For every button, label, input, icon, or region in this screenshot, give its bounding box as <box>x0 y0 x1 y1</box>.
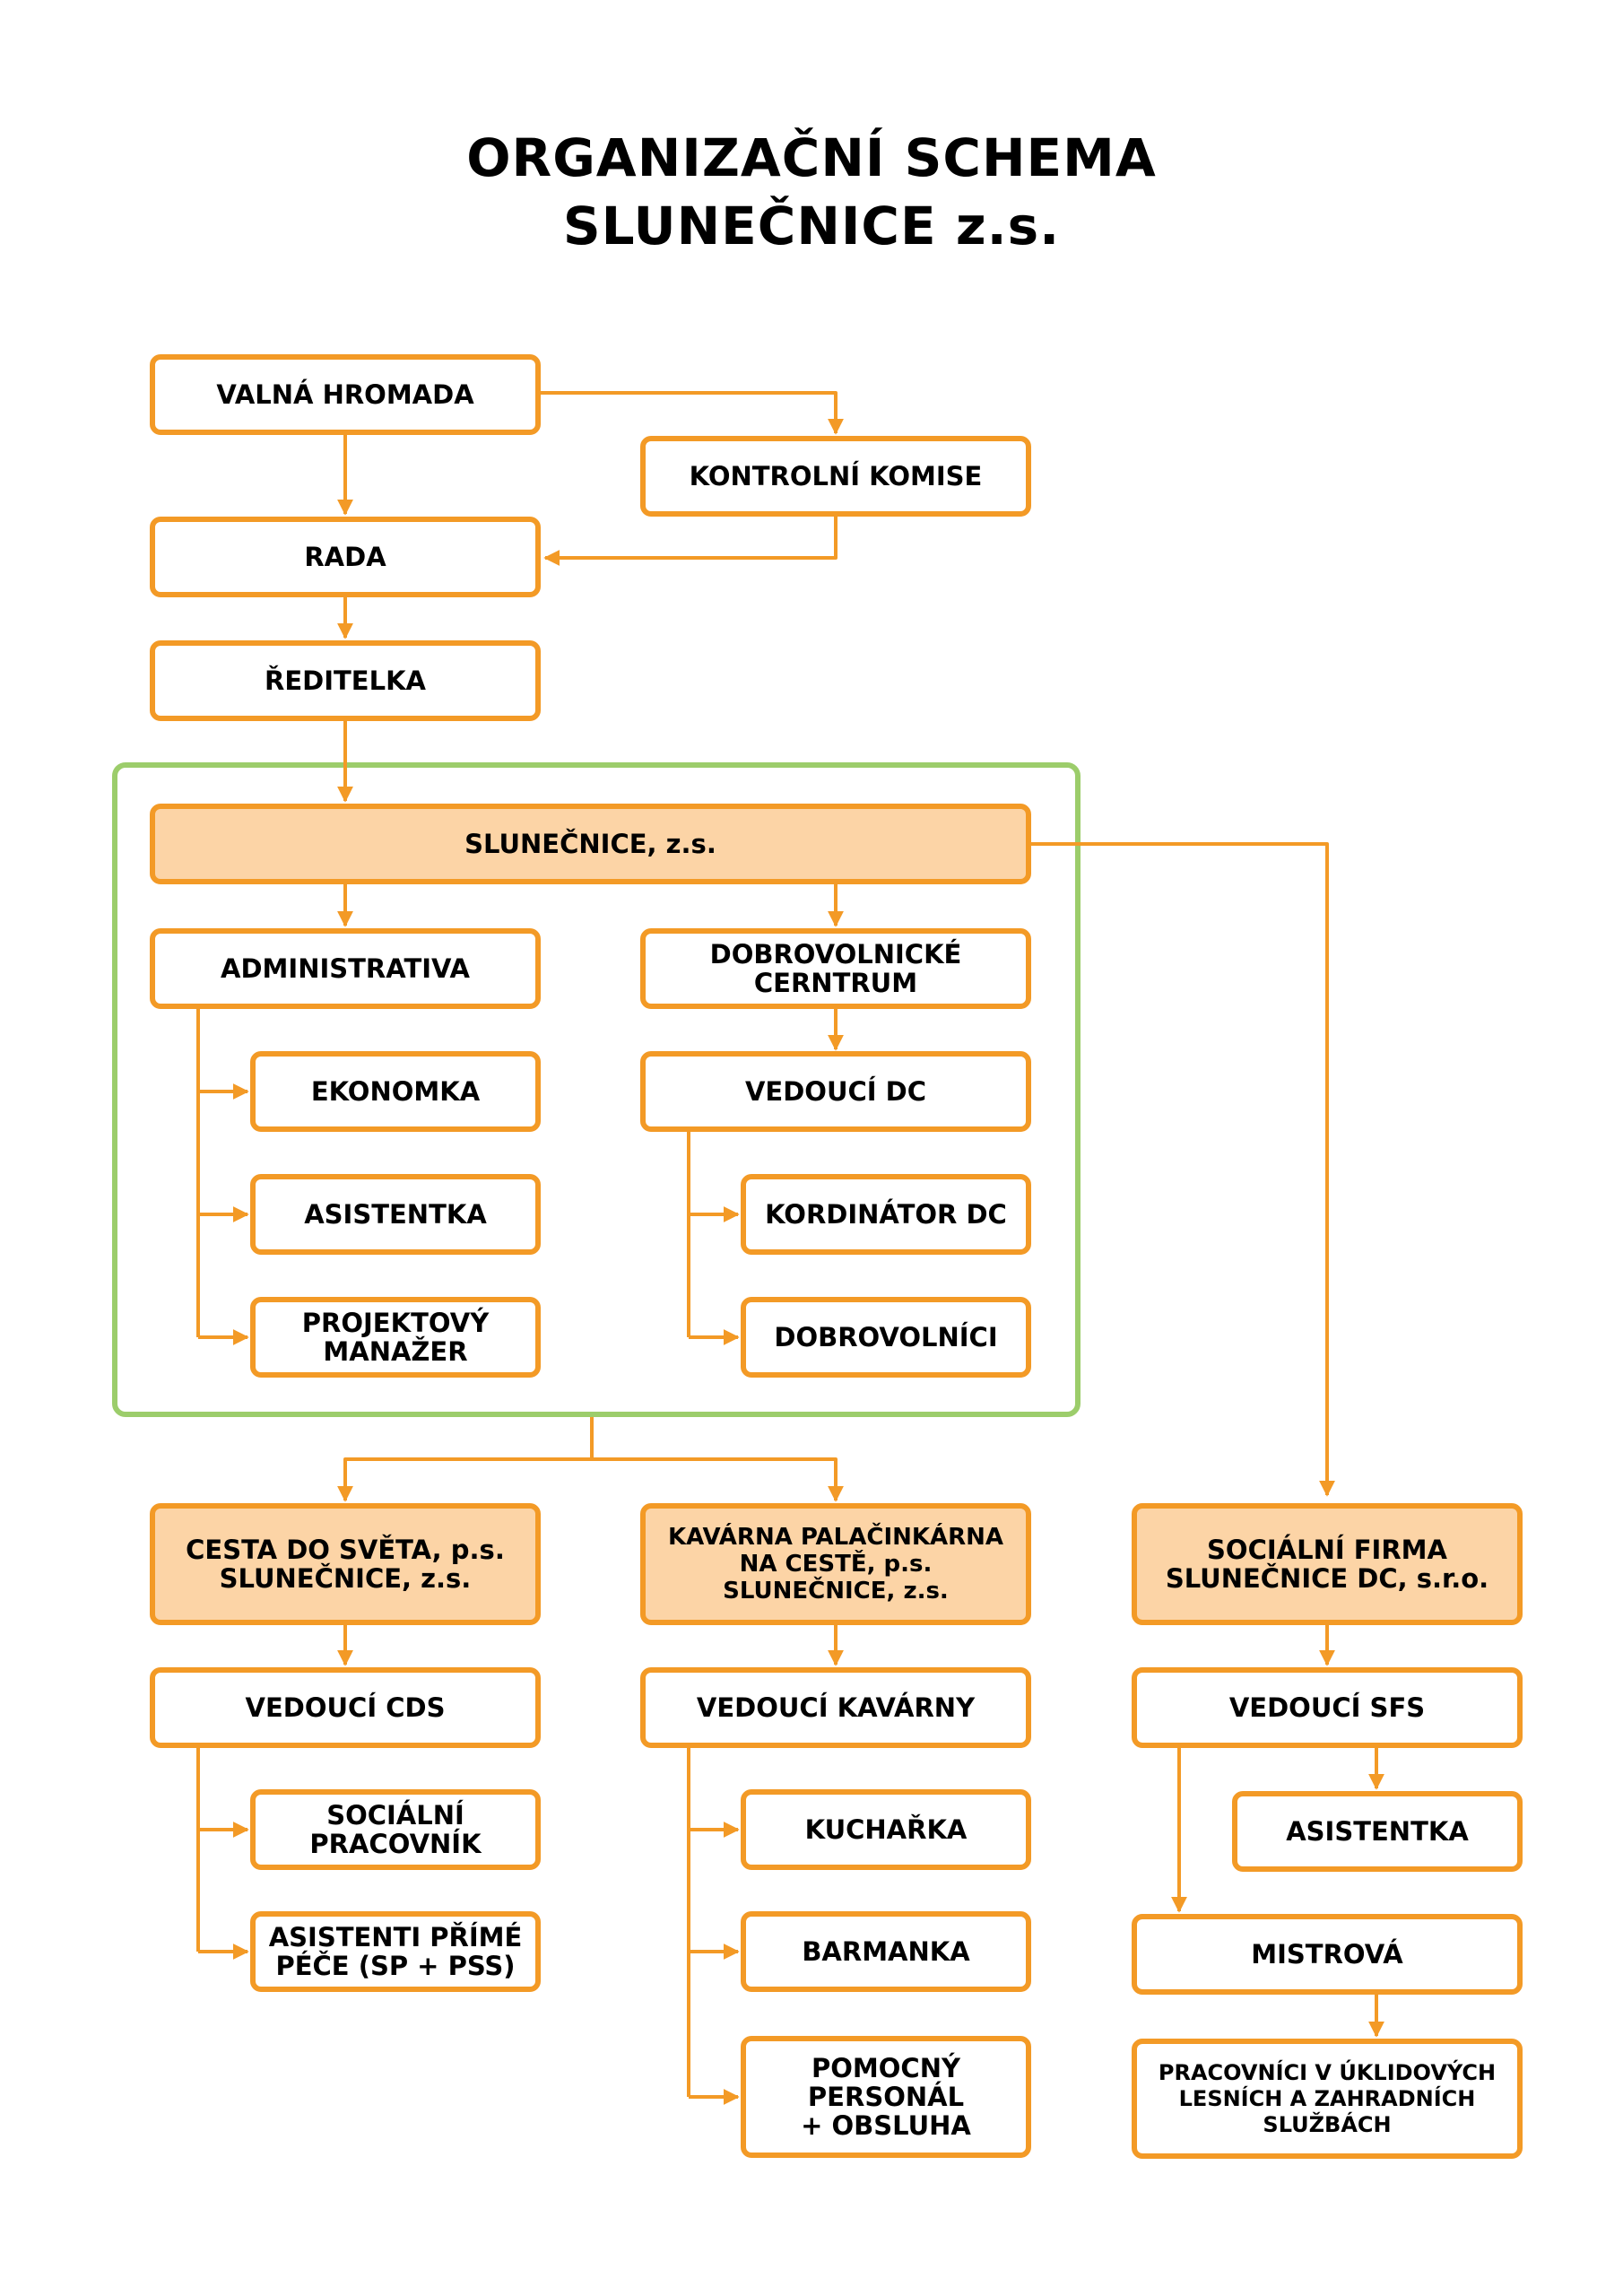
node-slunecnice: SLUNEČNICE, z.s. <box>150 804 1031 884</box>
node-dobrovolnici: DOBROVOLNÍCI <box>741 1297 1031 1378</box>
connector-valna-hromada-to-kontrolni-komise <box>540 391 844 435</box>
node-administrativa: ADMINISTRATIVA <box>150 928 541 1009</box>
node-vedouci-kavarny: VEDOUCÍ KAVÁRNY <box>640 1667 1031 1748</box>
slunecnice-group-frame <box>112 762 1081 1417</box>
node-asistentka-admin: ASISTENTKA <box>250 1174 541 1255</box>
node-kordinator-dc: KORDINÁTOR DC <box>741 1174 1031 1255</box>
node-asistenti-prime-pece: ASISTENTI PŘÍMÉ PÉČE (SP + PSS) <box>250 1911 541 1992</box>
title-line-2: SLUNEČNICE z.s. <box>562 196 1061 257</box>
node-cesta-do-sveta: CESTA DO SVĚTA, p.s. SLUNEČNICE, z.s. <box>150 1503 541 1625</box>
connector-slunecnice-to-socialni-firma <box>1029 842 1335 1497</box>
node-rada: RADA <box>150 517 541 597</box>
node-vedouci-dc: VEDOUCÍ DC <box>640 1051 1031 1132</box>
node-kucharka: KUCHAŘKA <box>741 1789 1031 1870</box>
node-kontrolni-komise: KONTROLNÍ KOMISE <box>640 436 1031 517</box>
node-kavarna: KAVÁRNA PALAČINKÁRNA NA CESTĚ, p.s. SLUN… <box>640 1503 1031 1625</box>
node-ekonomka: EKONOMKA <box>250 1051 541 1132</box>
node-socialni-firma: SOCIÁLNÍ FIRMA SLUNEČNICE DC, s.r.o. <box>1132 1503 1523 1625</box>
node-valna-hromada: VALNÁ HROMADA <box>150 354 541 435</box>
connector-kontrolni-komise-to-rada <box>543 517 838 566</box>
node-dobrovolnicke-centrum: DOBROVOLNICKÉ CERNTRUM <box>640 928 1031 1009</box>
node-vedouci-cds: VEDOUCÍ CDS <box>150 1667 541 1748</box>
diagram-title: ORGANIZAČNÍ SCHEMA SLUNEČNICE z.s. <box>0 124 1623 260</box>
node-mistrova: MISTROVÁ <box>1132 1914 1523 1995</box>
title-line-1: ORGANIZAČNÍ SCHEMA <box>466 127 1157 188</box>
node-socialni-pracovnik: SOCIÁLNÍ PRACOVNÍK <box>250 1789 541 1870</box>
node-pracovnici: PRACOVNÍCI V ÚKLIDOVÝCH LESNÍCH A ZAHRAD… <box>1132 2039 1523 2159</box>
node-reditelka: ŘEDITELKA <box>150 640 541 721</box>
node-asistentka-sfs: ASISTENTKA <box>1232 1791 1523 1872</box>
connector-group-to-branches <box>343 1417 594 1500</box>
node-pomocny-personal: POMOCNÝ PERSONÁL + OBSLUHA <box>741 2036 1031 2158</box>
connector-group-to-kavarna <box>592 1457 844 1502</box>
node-projektovy-manazer: PROJEKTOVÝ MANAŽER <box>250 1297 541 1378</box>
node-barmanka: BARMANKA <box>741 1911 1031 1992</box>
node-vedouci-sfs: VEDOUCÍ SFS <box>1132 1667 1523 1748</box>
